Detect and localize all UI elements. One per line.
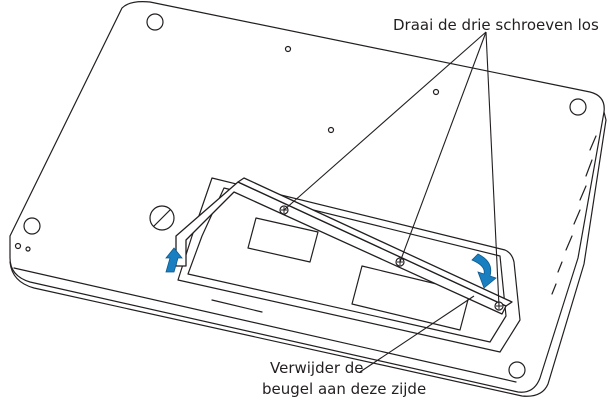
- callout-bracket-line2: beugel aan deze zijde: [262, 380, 427, 398]
- hole: [327, 126, 335, 134]
- memory-bracket-top-face: [237, 177, 513, 307]
- battery-bay-inner: [187, 187, 507, 343]
- memory-bracket: [175, 181, 507, 315]
- laptop-front-edge: [13, 267, 517, 383]
- callout-screws: Draai de drie schroeven los: [393, 16, 599, 34]
- side-ports: [551, 135, 597, 295]
- arrow-left-up-icon: [165, 247, 183, 273]
- bay-panel-left: [247, 217, 319, 263]
- battery-bay-outline: [177, 177, 521, 353]
- front-seam: [211, 299, 263, 313]
- battery-latch: [149, 205, 175, 231]
- foot-top-right: [569, 98, 587, 116]
- sleep-indicator: [14, 242, 22, 250]
- laptop-side-edge: [9, 111, 607, 397]
- battery-latch-slot: [153, 209, 171, 227]
- hole: [432, 88, 440, 96]
- foot-bottom-left: [23, 217, 41, 235]
- ir-receiver: [25, 246, 31, 252]
- laptop-case-outline: [9, 1, 605, 393]
- hole: [284, 45, 292, 53]
- foot-bottom-right: [508, 361, 526, 379]
- leader-screw-3: [485, 31, 500, 307]
- leader-screw-1: [283, 31, 487, 211]
- arrow-right-curve-icon: [471, 253, 497, 289]
- leader-screw-2: [399, 31, 487, 263]
- foot-top-left: [146, 13, 164, 31]
- leader-bracket: [359, 295, 475, 373]
- callout-bracket-line1: Verwijder de: [270, 359, 364, 377]
